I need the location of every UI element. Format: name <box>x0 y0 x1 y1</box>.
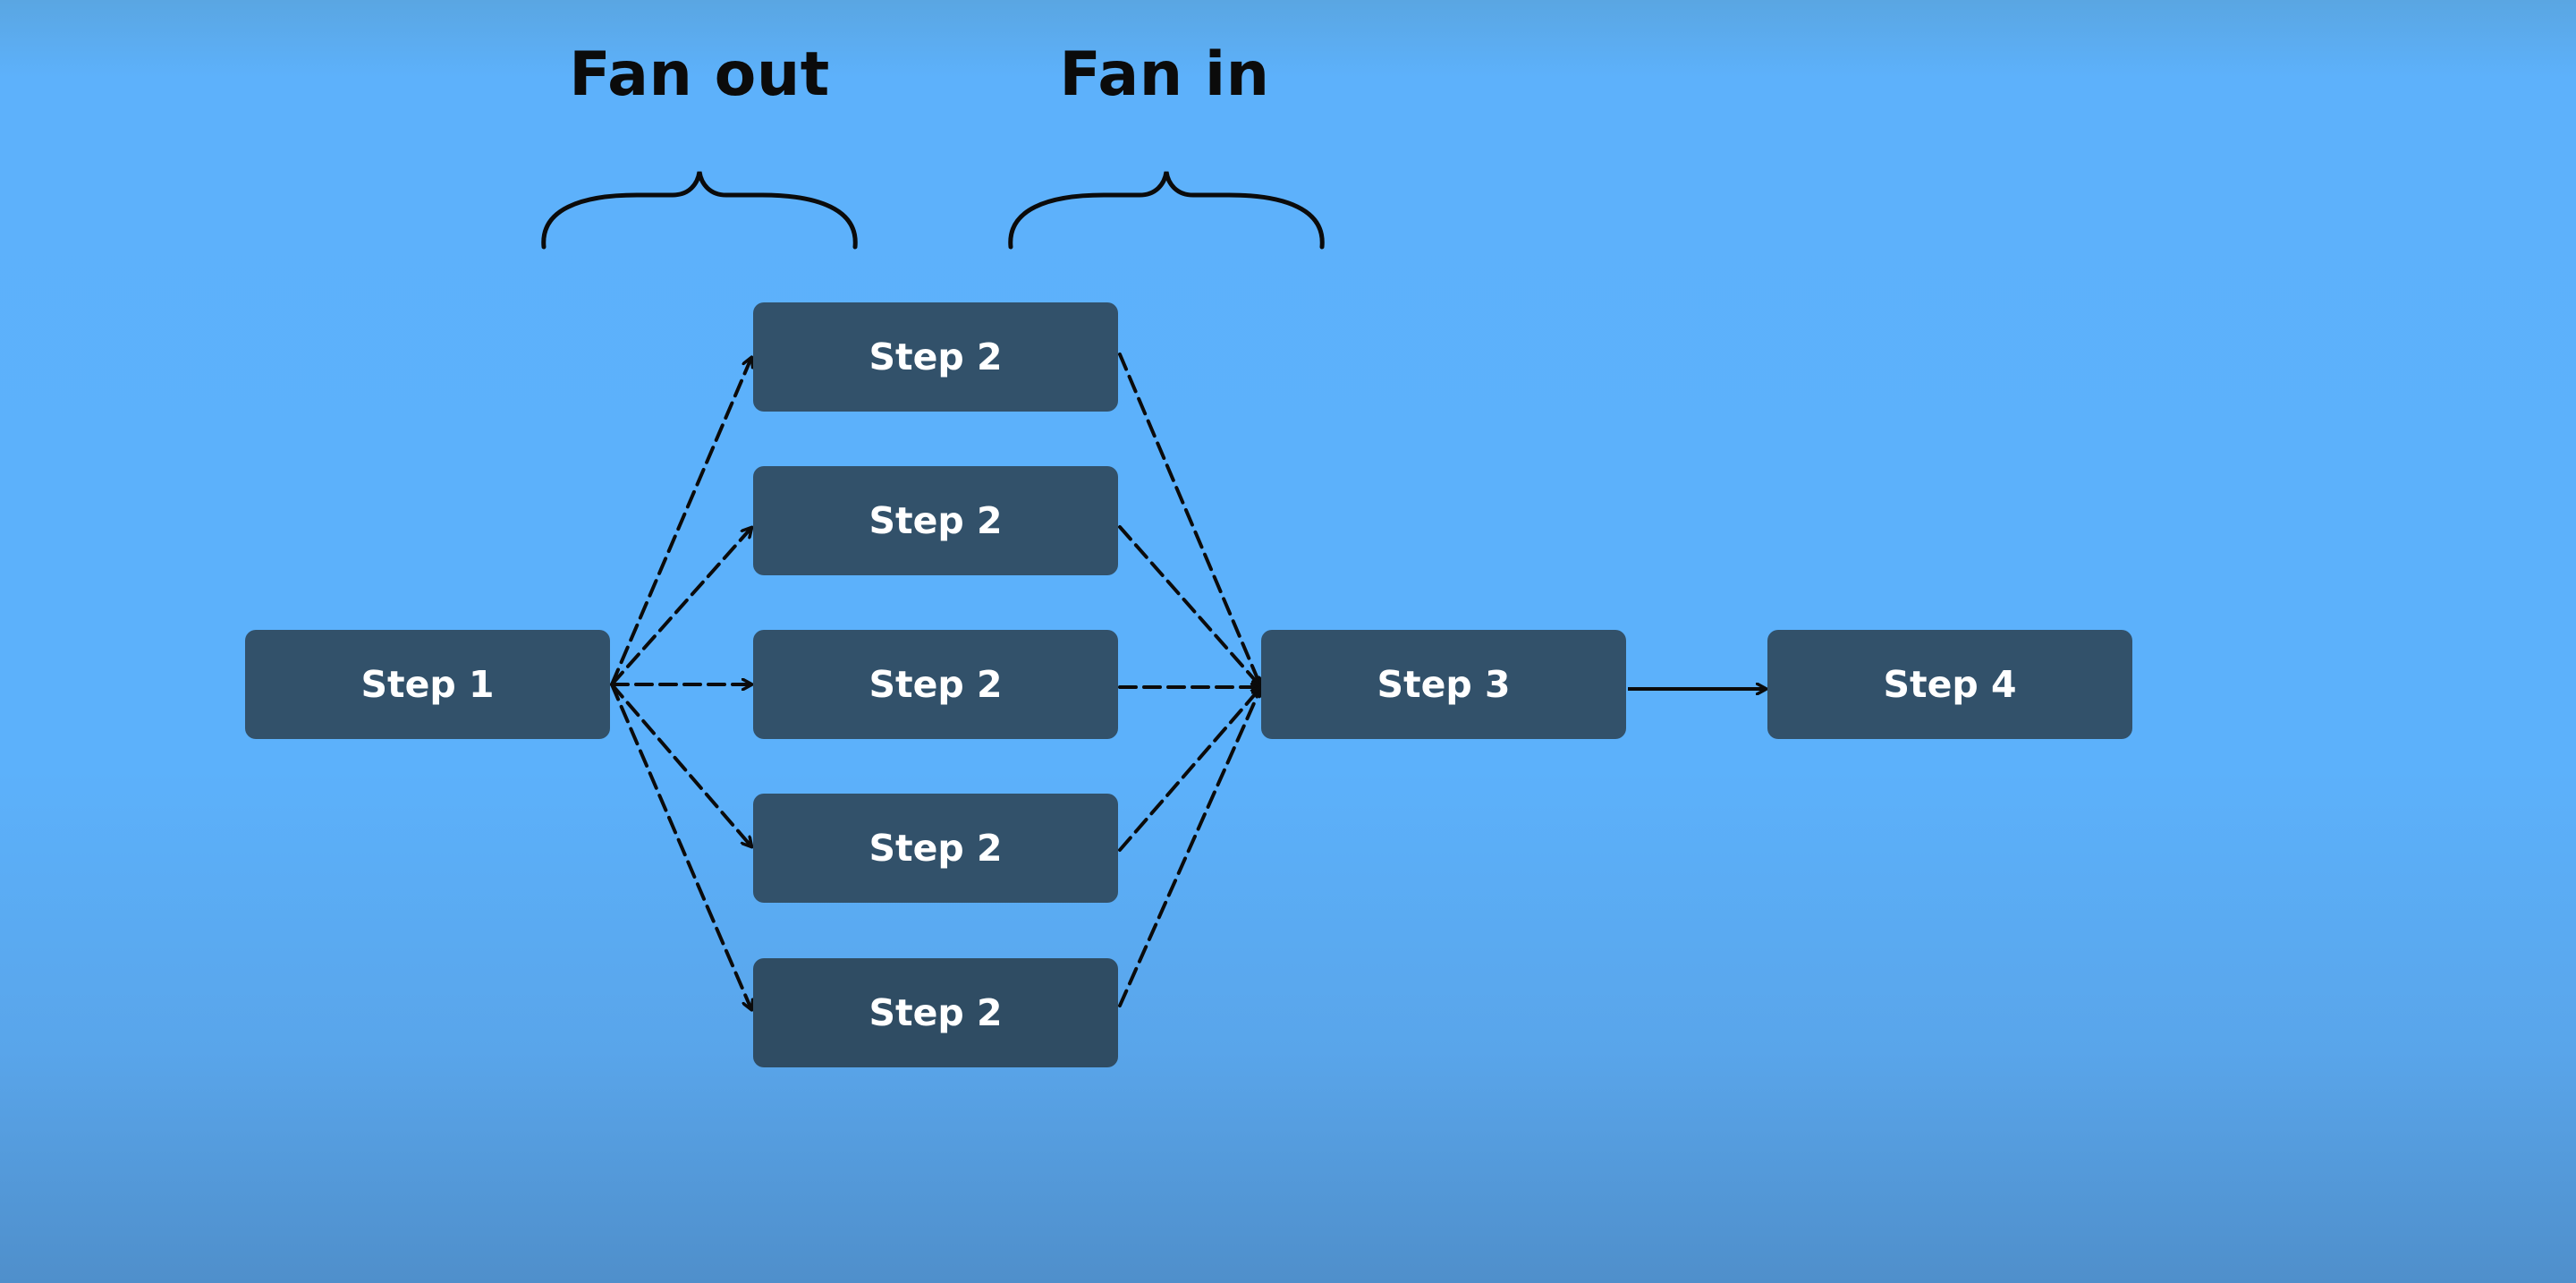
fan-in-arrow-2 <box>1118 525 1261 687</box>
step-1-label: Step 1 <box>360 663 495 706</box>
fan-out-arrow-2 <box>610 528 751 686</box>
step-2-box: Step 2 <box>753 630 1118 739</box>
step-2-label: Step 2 <box>869 663 1003 706</box>
step-4-label: Step 4 <box>1883 663 2017 706</box>
step-3-label: Step 3 <box>1377 663 1511 706</box>
fan-out-arrow-1 <box>610 358 751 686</box>
step-2-label: Step 2 <box>869 827 1003 870</box>
step-2-box: Step 2 <box>753 958 1118 1067</box>
fan-in-arrow-1 <box>1118 353 1261 687</box>
step-2-box: Step 2 <box>753 466 1118 575</box>
step-2-label: Step 2 <box>869 336 1003 378</box>
fan-in-heading: Fan in <box>1059 39 1270 110</box>
step-2-label: Step 2 <box>869 499 1003 542</box>
step-2-box: Step 2 <box>753 302 1118 412</box>
fan-in-arrow-5 <box>1118 687 1261 1007</box>
fan-out-brace <box>541 171 858 250</box>
fan-out-heading: Fan out <box>569 39 830 110</box>
fan-out-arrow-4 <box>610 683 751 846</box>
step-2-label: Step 2 <box>869 991 1003 1034</box>
fan-out-arrow-5 <box>610 683 751 1009</box>
fan-in-brace <box>1008 171 1325 250</box>
fan-in-arrow-4 <box>1118 687 1261 852</box>
step-4-box: Step 4 <box>1767 630 2132 739</box>
step-1-box: Step 1 <box>245 630 610 739</box>
step-2-box: Step 2 <box>753 794 1118 903</box>
step-3-box: Step 3 <box>1261 630 1626 739</box>
